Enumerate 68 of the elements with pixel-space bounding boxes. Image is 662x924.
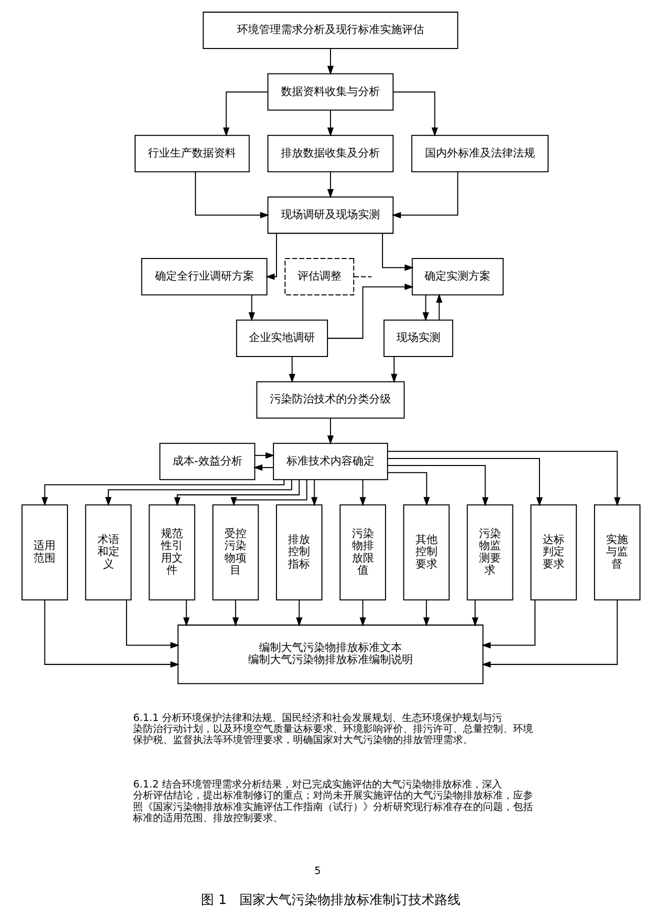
node-box: 评估调整 [284,258,354,296]
arrow [388,450,620,506]
arrow [360,480,366,506]
arrow [174,480,300,506]
arrow [328,284,414,339]
node-box: 达标判定要求 [530,504,577,600]
arrow [422,295,429,322]
arrow [382,234,414,271]
node-box: 其他控制要求 [403,504,450,600]
arrow [327,48,334,76]
arrow [311,480,318,506]
arrow [390,356,398,383]
arrow [266,234,277,280]
arrow [126,600,180,648]
node-box: 确定全行业调研方案 [141,258,268,296]
node-box: 实施与监督 [594,504,640,600]
node-box: 数据资料收集与分析 [267,73,394,111]
node-box: 适用范围 [22,504,68,600]
arrow [253,464,274,471]
node-box: 环境管理需求分析及现行标准实施评估 [202,12,458,50]
node-box: 现场实测 [384,320,454,357]
node-box: 受控污染物项目 [212,504,259,600]
arrow [472,600,478,627]
arrow [482,600,618,668]
label: 6.1.2 结合环境管理需求分析结果，对已完成实施评估的大气污染物排放标准，深入分析评估结论，提出标准制修订的重点；对尚未开展实施评估的大气污染物排放标准，应参照《国家污染物排放标准实施评估工作指南（试行）》分析研究现行标准存在的问题，包括标准的适用范围、排放控制要求、 [133,780,534,824]
node-box: 排放数据收集及分析 [267,134,394,172]
arrow [436,294,442,320]
arrow [183,600,190,627]
arrow [388,465,488,506]
node-box: 规范性引用文件 [148,504,196,600]
arrow [232,600,239,627]
node-box: 污染防治技术的分类分级 [256,381,405,419]
node-box: 污染物监测要求 [466,504,514,600]
node-box: 确定实测方案 [412,258,504,296]
node-box: 成本-效益分析 [159,442,256,480]
caption: 图 1 国家大气污染物排放标准制订技术路线 [201,893,461,908]
node-box: 排放控制指标 [276,504,322,600]
arrow [388,472,430,506]
arrow [194,172,270,218]
node-box: 行业生产数据资料 [134,134,250,172]
connector [354,276,372,278]
arrow [360,600,366,627]
arrow [223,91,268,137]
arrow [248,295,255,322]
arrow [388,458,543,506]
arrow [42,480,285,506]
arrow [393,91,438,137]
node-box: 企业实地调研 [236,320,328,357]
arrow [423,600,430,627]
arrow [482,600,536,648]
arrow [327,110,334,137]
node-box: 现场调研及现场实测 [267,196,394,234]
arrow [105,480,292,506]
arrow [230,480,308,506]
arrow [254,452,275,459]
arrow [288,356,296,383]
node-box: 编制大气污染物排放标准文本 编制大气污染物排放标准编制说明 [178,624,484,684]
node-box: 国内外标准及法律法规 [411,134,549,172]
label: 6.1.1 分析环境保护法律和法规、国民经济和社会发展规划、生态环境保护规划与污染防治行动计划，以及环境空气质量达标要求、环境影响评价、排污许可、总量控制、环境保护税、监督执法等环境管理要求，明确国家对大气污染物的排放管理需求。 [133,712,534,746]
arrow [44,600,180,668]
arrow [296,600,302,627]
node-box: 污染物排放限值 [340,504,386,600]
arrow [327,172,334,198]
label: 5 [314,866,321,877]
node-box: 术语和定义 [85,504,132,600]
node-box: 标准技术内容确定 [272,442,388,480]
arrow [392,172,458,218]
arrow [327,418,334,445]
